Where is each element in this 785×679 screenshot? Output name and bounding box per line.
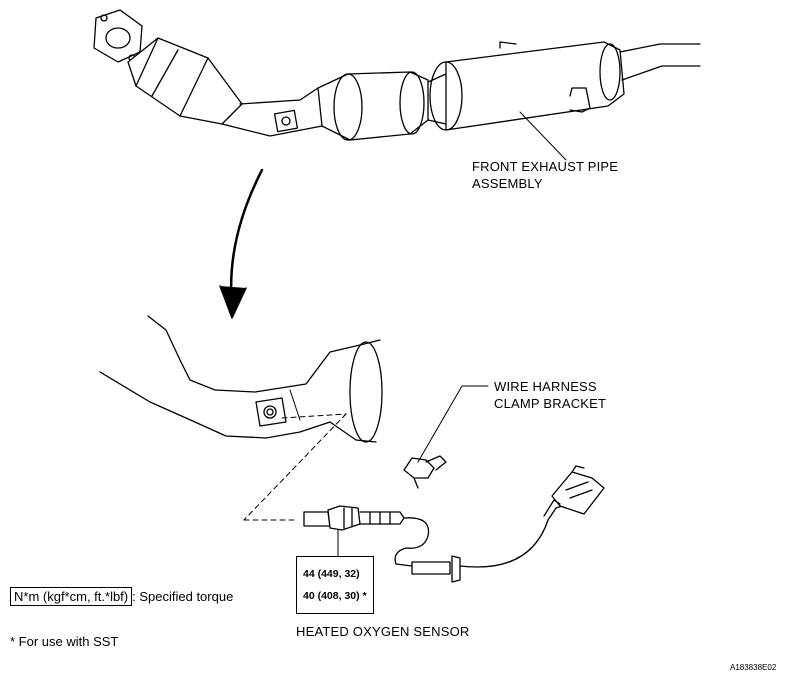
sst-note: * For use with SST	[10, 634, 119, 649]
front-exhaust-pipe-label: FRONT EXHAUST PIPE ASSEMBLY	[472, 159, 619, 191]
torque-legend-text: : Specified torque	[132, 589, 234, 604]
pipe-closeup	[99, 315, 383, 521]
torque-legend: N*m (kgf*cm, ft.*lbf): Specified torque	[10, 587, 234, 606]
torque-value-2: 40 (408, 30) *	[303, 590, 367, 602]
torque-spec-box: 44 (449, 32) 40 (408, 30) *	[296, 556, 374, 614]
heated-oxygen-sensor-label: HEATED OXYGEN SENSOR	[296, 624, 470, 639]
torque-value-1: 44 (449, 32)	[303, 568, 360, 580]
front-exhaust-pipe-assembly	[93, 9, 701, 319]
wire-harness-clamp-bracket-label: WIRE HARNESS CLAMP BRACKET	[494, 379, 607, 411]
figure-id: A183838E02	[730, 663, 777, 672]
torque-unit-box: N*m (kgf*cm, ft.*lbf)	[10, 587, 133, 606]
wire-harness-clamp-bracket	[403, 385, 489, 489]
heated-oxygen-sensor	[303, 465, 605, 583]
